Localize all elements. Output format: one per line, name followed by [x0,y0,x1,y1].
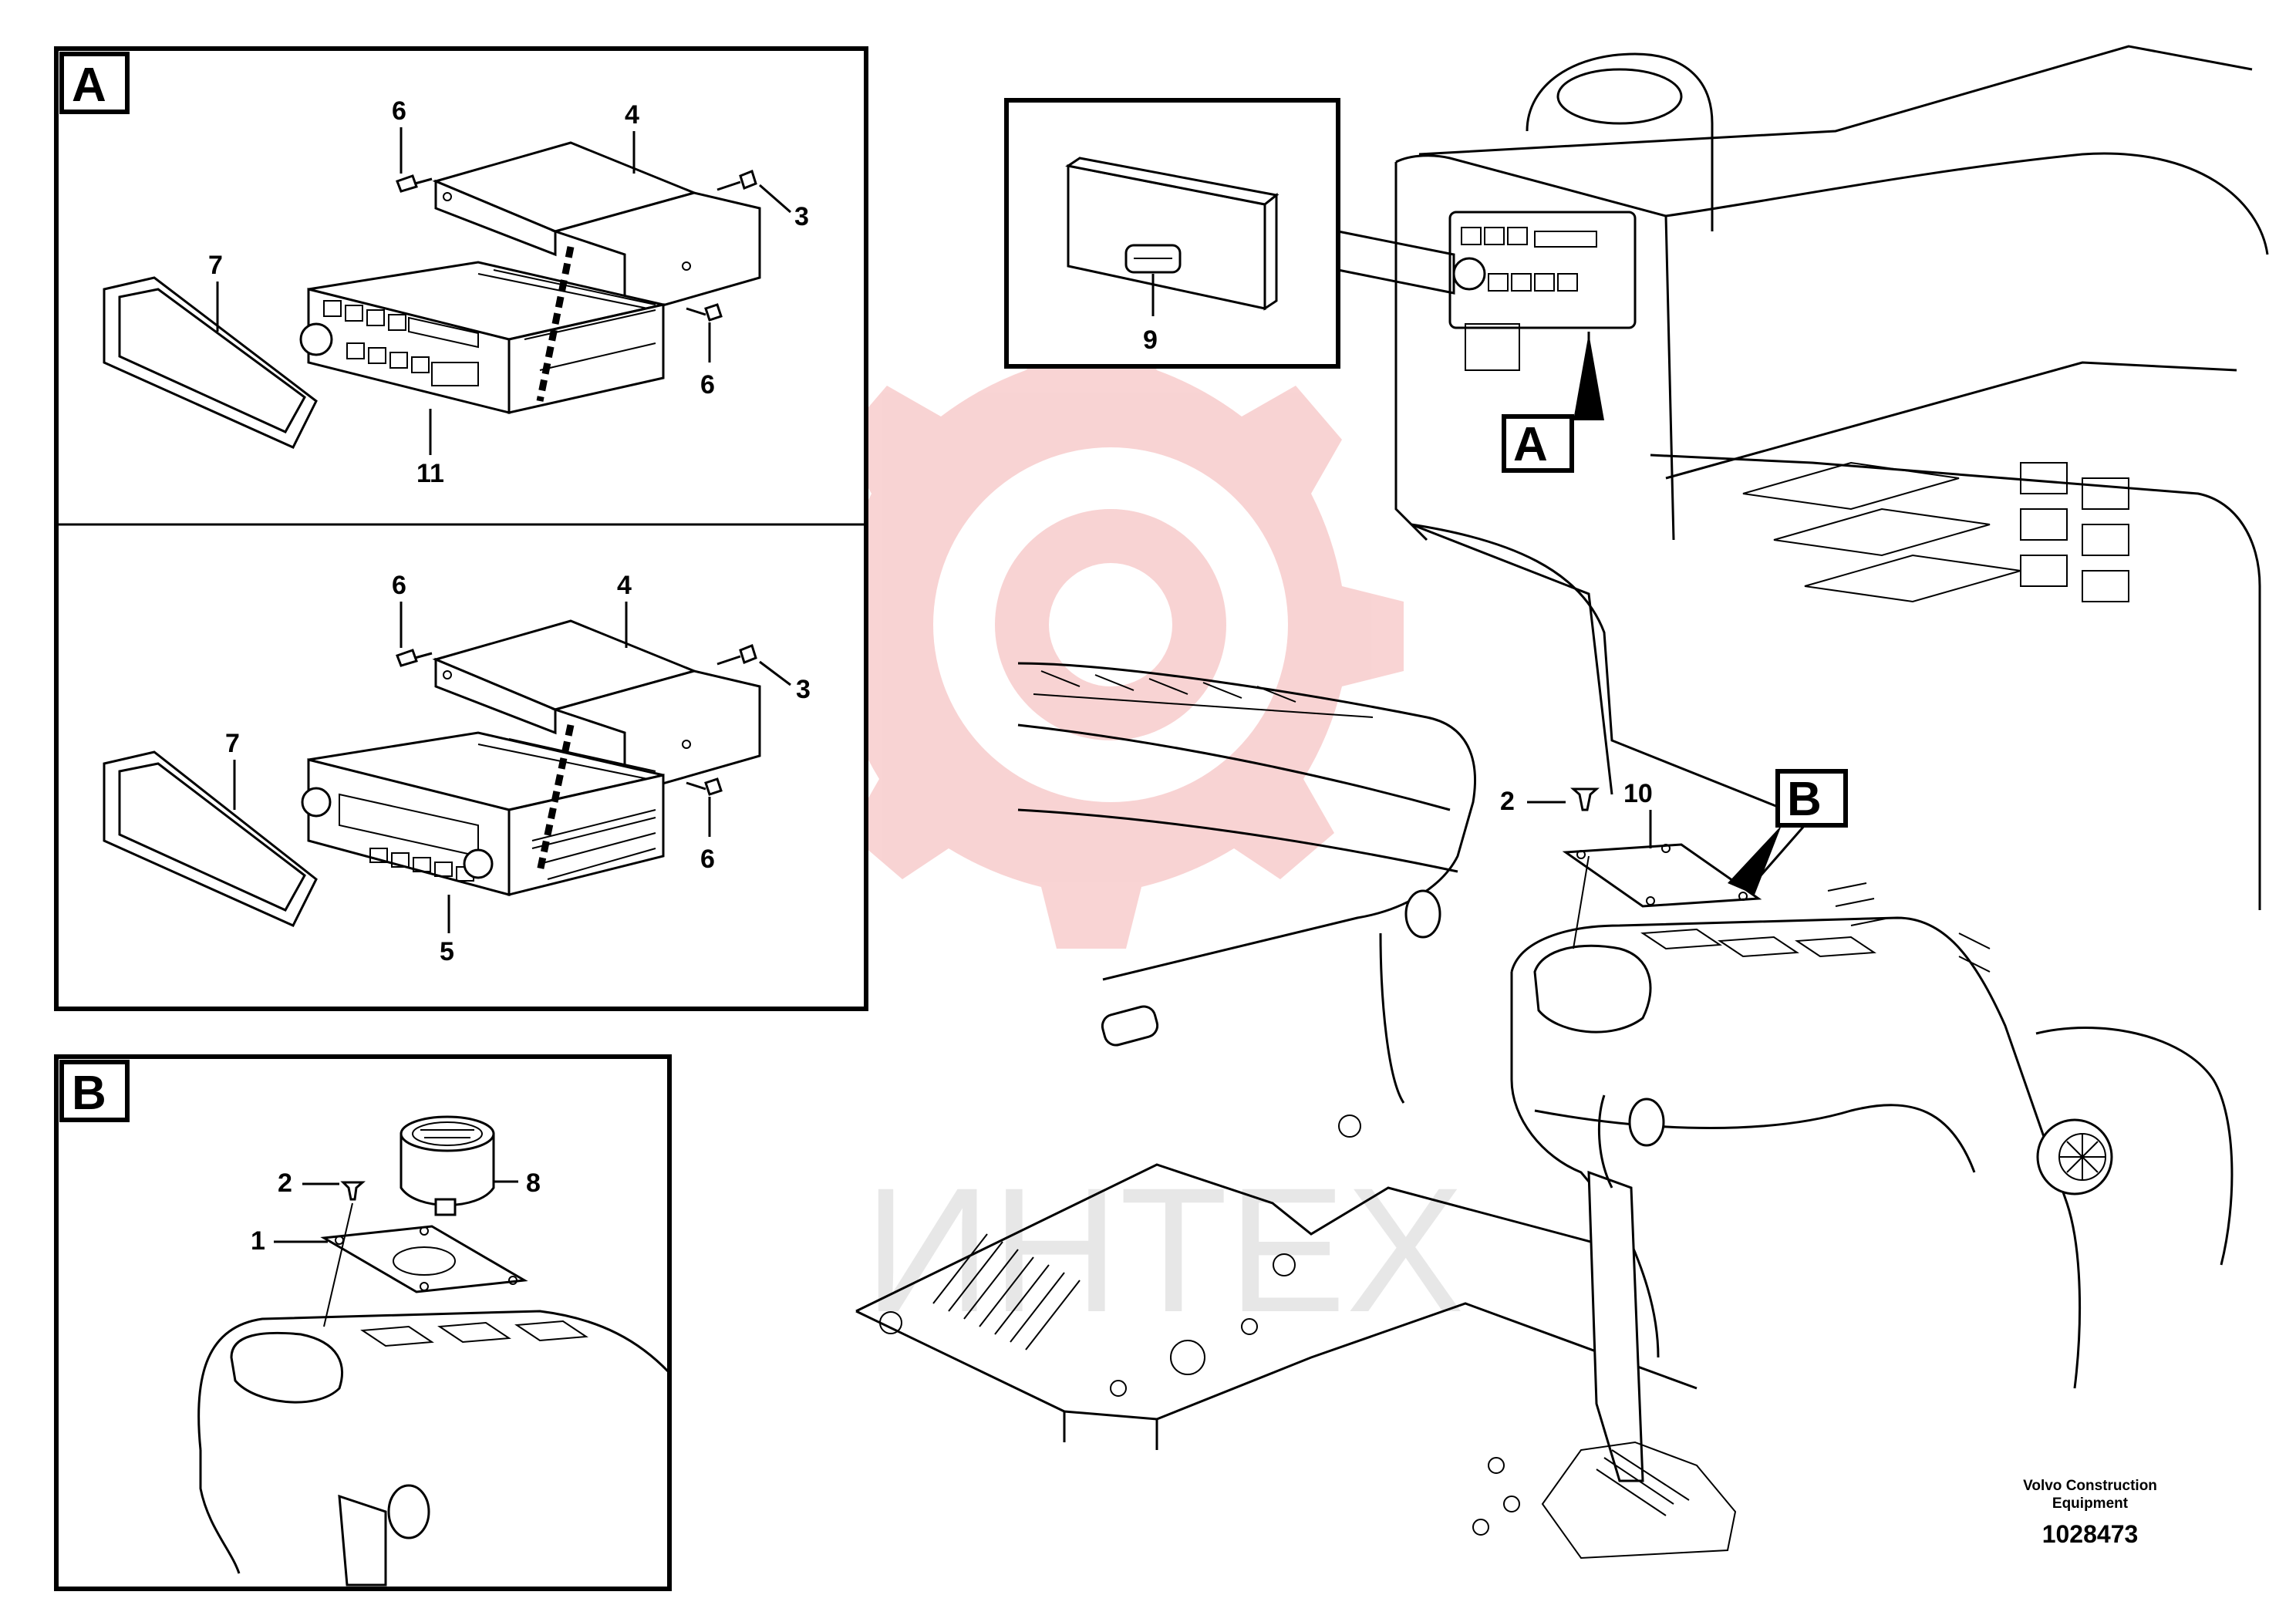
main-callout-2: 2 [1500,787,1515,816]
console-b [197,1310,671,1587]
a-bottom-callout-4: 4 [617,571,632,600]
frame-7-top [103,276,318,449]
frame-7-bottom [103,750,318,927]
footer: Volvo Construction Equipment 1028473 [1974,1477,2206,1549]
panel-b: B 2 [54,1054,672,1591]
detail-callout-9: 9 [1143,325,1158,355]
b-callout-1: 1 [251,1226,265,1256]
cab-illustration [855,45,2269,1560]
watermark-text: ИНТЕХ [864,1151,1465,1349]
a-top-callout-7: 7 [208,251,223,280]
plate-1 [320,1225,528,1293]
main-box-b [1775,769,1848,828]
a-bottom-callout-3: 3 [796,675,811,704]
panel-b-label: B [72,1067,106,1120]
a-bottom-callout-7: 7 [225,729,240,758]
detail-panel: 9 [1004,98,1455,369]
main-callouts: A B 2 10 [1500,333,1848,895]
a-top-callout-3: 3 [794,202,809,231]
panel-a-label: A [72,59,106,112]
radio-5 [301,724,665,896]
radio-11 [299,246,665,414]
a-bottom-callout-6b: 6 [700,845,715,874]
b-callout-8: 8 [526,1168,541,1198]
main-box-a [1502,414,1574,473]
footer-drawing-number: 1028473 [2041,1520,2139,1548]
a-bottom-callout-5: 5 [440,937,454,966]
main-box-a-label: A [1513,418,1548,471]
a-bottom-callout-6: 6 [392,571,406,600]
watermark: ИНТЕХ [779,316,1465,1349]
speaker-8 [400,1115,495,1216]
a-top-callout-6: 6 [392,96,406,126]
main-callout-10: 10 [1623,779,1653,808]
b-callout-2: 2 [278,1168,292,1198]
footer-company-line2: Equipment [2052,1496,2129,1512]
a-top-callout-6b: 6 [700,370,715,400]
panel-a: A [54,46,868,1011]
a-top-callout-11: 11 [416,459,444,488]
bracket-4-bottom [432,619,761,796]
panel-b-tag [59,1060,130,1122]
main-box-b-label: B [1787,773,1822,826]
footer-company: Volvo Construction [2023,1478,2157,1494]
screws-top [396,170,757,322]
panel-a-tag [59,52,130,114]
screws-bottom [396,644,757,796]
a-top-callout-4: 4 [625,100,639,130]
bracket-4-top [432,141,761,318]
